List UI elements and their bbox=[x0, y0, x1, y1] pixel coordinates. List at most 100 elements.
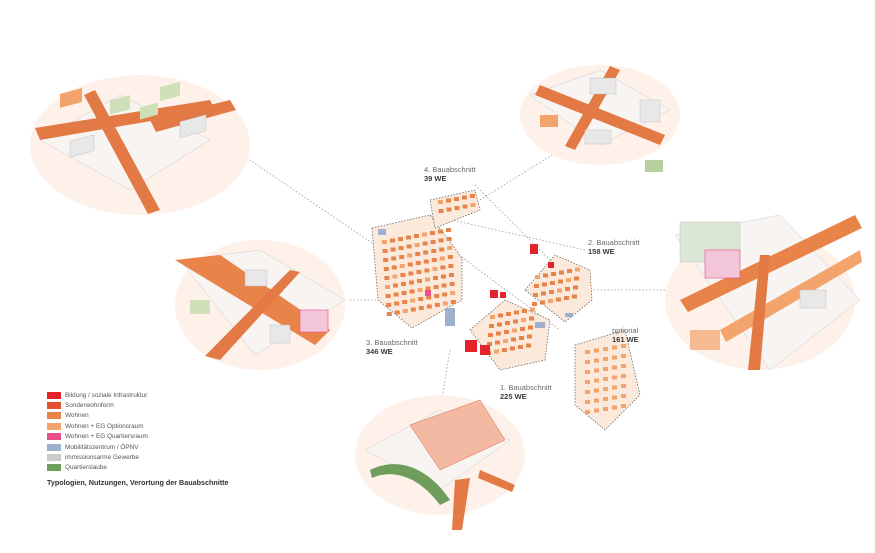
building-footprint bbox=[513, 319, 518, 324]
section-4-we: 39 WE bbox=[424, 174, 447, 183]
legend-swatch bbox=[47, 402, 61, 410]
building-footprint bbox=[450, 300, 456, 304]
legend-label: Mobilitätszentrum / ÖPNV bbox=[65, 443, 139, 451]
building-footprint bbox=[535, 275, 540, 279]
building-footprint bbox=[441, 283, 447, 288]
building-footprint bbox=[422, 232, 427, 237]
building-footprint bbox=[433, 276, 438, 280]
building-footprint bbox=[431, 249, 437, 253]
building-footprint bbox=[409, 280, 414, 285]
legend-item: Wohnen + EG Optionsraum bbox=[47, 421, 148, 431]
building-footprint bbox=[401, 282, 406, 286]
caption: Typologien, Nutzungen, Verortung der Bau… bbox=[47, 478, 229, 487]
building-footprint bbox=[556, 297, 561, 302]
building-footprint bbox=[385, 285, 390, 289]
building-footprint bbox=[548, 299, 553, 303]
building-footprint bbox=[534, 284, 539, 288]
legend-item: Quartierslaube bbox=[47, 463, 148, 473]
building-footprint bbox=[621, 374, 626, 378]
label-optional: optional 161 WE bbox=[612, 326, 639, 344]
building-footprint bbox=[503, 339, 508, 343]
building-footprint bbox=[449, 282, 455, 286]
building-footprint bbox=[603, 347, 608, 351]
building-footprint bbox=[433, 285, 439, 289]
building-footprint bbox=[462, 195, 467, 200]
building-footprint bbox=[506, 312, 511, 316]
building-footprint bbox=[585, 410, 590, 414]
legend-label: Quartierslaube bbox=[65, 464, 107, 472]
building-footprint bbox=[382, 240, 387, 244]
legend-swatch bbox=[47, 433, 61, 441]
building-footprint bbox=[438, 229, 443, 234]
block-3-bauabschnitt bbox=[371, 214, 463, 329]
building-footprint bbox=[522, 309, 527, 313]
building-footprint bbox=[585, 390, 590, 394]
building-footprint bbox=[505, 321, 510, 325]
building-footprint bbox=[402, 309, 408, 313]
building-footprint bbox=[418, 306, 424, 310]
building-footprint bbox=[621, 354, 626, 358]
building-footprint bbox=[450, 291, 456, 295]
legend-item: Mobilitätszentrum / ÖPNV bbox=[47, 442, 148, 452]
building-footprint bbox=[521, 318, 526, 322]
building-footprint bbox=[394, 310, 400, 315]
building-footprint bbox=[612, 355, 617, 360]
building-footprint bbox=[550, 281, 555, 285]
building-footprint bbox=[410, 307, 416, 312]
building-footprint bbox=[426, 295, 432, 300]
building-footprint bbox=[446, 198, 451, 203]
building-footprint bbox=[400, 273, 406, 277]
building-footprint bbox=[594, 348, 599, 353]
building-footprint bbox=[594, 388, 599, 393]
building-footprint bbox=[566, 278, 571, 282]
building-footprint bbox=[393, 283, 398, 288]
building-footprint bbox=[533, 293, 538, 297]
building-footprint bbox=[567, 269, 572, 273]
building-footprint bbox=[612, 375, 617, 380]
building-footprint bbox=[564, 296, 569, 300]
building-footprint bbox=[386, 303, 392, 307]
building-footprint bbox=[406, 244, 412, 249]
legend-item: Wohnen + EG Quartiersraum bbox=[47, 432, 148, 442]
building-footprint bbox=[447, 246, 453, 250]
building-footprint bbox=[407, 253, 413, 258]
building-footprint bbox=[434, 303, 440, 307]
building-footprint bbox=[398, 246, 404, 250]
building-footprint bbox=[514, 310, 519, 315]
building-footprint bbox=[449, 273, 454, 277]
vignette-top-right bbox=[520, 65, 680, 172]
building-footprint bbox=[386, 312, 392, 316]
building-footprint bbox=[530, 307, 535, 312]
building-footprint bbox=[512, 328, 517, 333]
building-footprint bbox=[573, 285, 578, 290]
building-footprint bbox=[585, 370, 590, 374]
building-footprint bbox=[529, 316, 534, 321]
building-footprint bbox=[498, 313, 503, 318]
legend-label: immissionsarme Gewerbe bbox=[65, 454, 139, 462]
building-footprint bbox=[439, 256, 445, 261]
building-footprint bbox=[585, 380, 590, 384]
building-footprint bbox=[410, 298, 416, 303]
building-footprint bbox=[489, 324, 494, 328]
building-footprint bbox=[549, 290, 554, 294]
building-footprint bbox=[510, 346, 515, 351]
building-footprint bbox=[594, 358, 599, 363]
building-footprint bbox=[425, 286, 431, 291]
building-footprint bbox=[422, 241, 428, 246]
building-footprint bbox=[540, 300, 545, 305]
legend-item: Bildung / soziale Infrastruktur bbox=[47, 390, 148, 400]
section-4-title: 4. Bauabschnitt bbox=[424, 165, 476, 174]
building-footprint bbox=[612, 395, 617, 400]
building-footprint bbox=[383, 258, 389, 262]
label-section-2: 2. Bauabschnitt 158 WE bbox=[588, 238, 640, 256]
building-footprint bbox=[551, 272, 556, 276]
building-footprint bbox=[438, 209, 444, 213]
section-1-title: 1. Bauabschnitt bbox=[500, 383, 552, 392]
building-footprint bbox=[495, 340, 500, 345]
building-footprint bbox=[416, 270, 422, 274]
building-footprint bbox=[526, 343, 531, 348]
building-footprint bbox=[558, 279, 563, 284]
block-1-bauabschnitt bbox=[465, 290, 551, 371]
building-footprint bbox=[519, 336, 524, 340]
building-footprint bbox=[497, 322, 502, 327]
